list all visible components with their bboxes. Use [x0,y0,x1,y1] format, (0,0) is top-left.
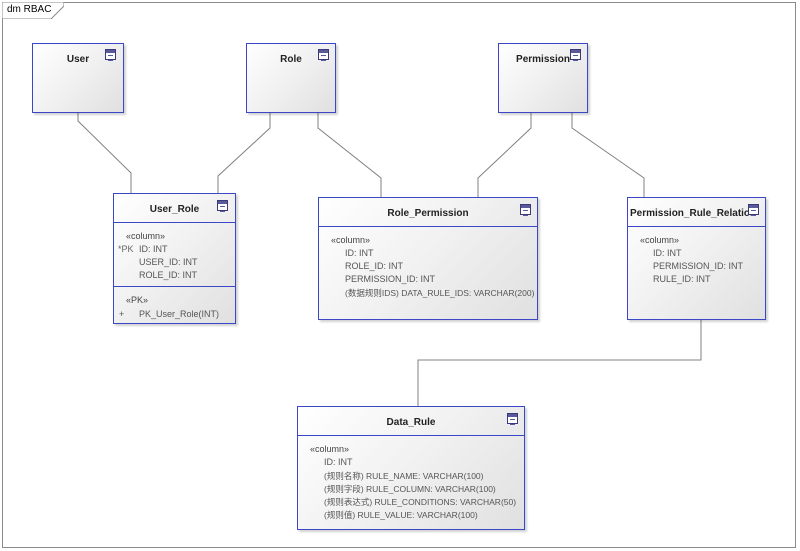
column-row: PERMISSION_ID: INT [653,261,744,271]
column-row: (规则名称) RULE_NAME: VARCHAR(100) [324,471,484,481]
compartment-divider [114,286,235,287]
entity-role-permission[interactable]: Role_Permission «column» ID: INT ROLE_ID… [318,197,538,320]
frame-tab [2,2,64,19]
entity-user-role[interactable]: User_Role «column» *PK ID: INT USER_ID: … [113,193,236,324]
connector-role-rolepermission [317,113,382,197]
table-icon [217,200,228,212]
column-stereotype: «column» [331,235,371,245]
entity-role[interactable]: Role [246,43,336,113]
entity-data-rule[interactable]: Data_Rule «column» ID: INT (规则名称) RULE_N… [297,406,525,530]
entity-user[interactable]: User [32,43,124,113]
column-row: ROLE_ID: INT [345,261,404,271]
entity-title: Data_Rule [386,417,436,428]
connector-permission-rolepermission [477,113,532,197]
entity-title: Role [280,54,302,65]
compartment-divider [298,435,524,436]
connector-user-userrole [77,113,132,193]
connector-permission-permissionrule [571,113,645,197]
column-row: (规则表达式) RULE_CONDITIONS: VARCHAR(50) [324,497,517,507]
column-row: ID: INT [139,244,168,254]
column-row: ID: INT [324,457,353,467]
table-icon [507,413,518,425]
entity-title: Role_Permission [387,208,469,219]
entity-title: User_Role [149,204,200,215]
compartment-divider [628,226,765,227]
table-icon [318,49,329,61]
entity-permission-rule-relation[interactable]: Permission_Rule_Relation «column» ID: IN… [627,197,766,320]
operation-row: PK_User_Role(INT) [139,309,220,319]
compartment-divider [114,222,235,223]
entity-title: User [66,54,90,65]
table-icon [520,204,531,216]
table-icon [748,204,759,216]
column-stereotype: «column» [310,444,350,454]
column-row: ID: INT [345,248,374,258]
column-row: RULE_ID: INT [653,274,711,284]
compartment-divider [319,226,537,227]
column-row: USER_ID: INT [139,257,198,267]
column-stereotype: «column» [640,235,680,245]
connector-role-userrole [217,113,271,193]
pk-marker: *PK [118,244,134,254]
column-row: (规则字段) RULE_COLUMN: VARCHAR(100) [324,484,496,494]
column-row: ROLE_ID: INT [139,270,198,280]
entity-title: Permission_Rule_Relation [630,208,757,219]
entity-title: Permission [516,54,570,65]
column-row: (规则值) RULE_VALUE: VARCHAR(100) [324,510,478,520]
operation-marker: + [119,309,125,319]
table-icon [570,49,581,61]
column-row: (数据规则IDS) DATA_RULE_IDS: VARCHAR(200) [345,288,535,298]
column-stereotype: «column» [126,231,166,241]
connector-permissionrule-datarule [417,320,702,406]
table-icon [105,49,116,61]
column-row: PERMISSION_ID: INT [345,274,436,284]
entity-permission[interactable]: Permission [498,43,588,113]
frame-title: dm RBAC [7,4,52,15]
column-row: ID: INT [653,248,682,258]
pk-stereotype: «PK» [126,295,149,305]
